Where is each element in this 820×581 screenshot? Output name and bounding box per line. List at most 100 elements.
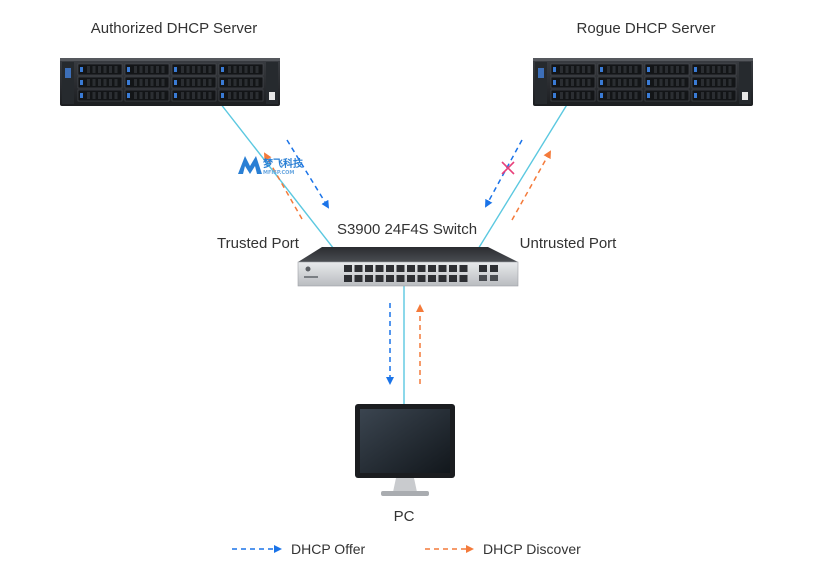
drive-vent: [87, 79, 90, 86]
drive-vent: [181, 79, 184, 86]
drive-led: [80, 80, 83, 85]
drive-vent: [109, 92, 112, 99]
drive-vent: [161, 79, 165, 86]
drive-vent: [670, 92, 674, 99]
drive-vent: [186, 79, 190, 86]
drive-vent: [208, 66, 212, 73]
drive-vent: [244, 79, 248, 86]
drive-vent: [145, 92, 148, 99]
drive-vent: [634, 92, 638, 99]
authorized-server: [60, 58, 280, 106]
drive-vent: [654, 66, 657, 73]
drive-vent: [197, 66, 201, 73]
drive-vent: [250, 79, 253, 86]
drive-vent: [565, 92, 569, 99]
drive-vent: [665, 66, 668, 73]
drive-vent: [560, 79, 563, 86]
drive-vent: [706, 79, 710, 86]
drive-vent: [161, 66, 165, 73]
pc-label: PC: [394, 508, 415, 525]
drive-led: [600, 67, 603, 72]
drive-vent: [250, 92, 253, 99]
rogue-server-label: Rogue DHCP Server: [577, 20, 716, 37]
drive-vent: [87, 92, 90, 99]
drive-vent: [670, 79, 674, 86]
drive-vent: [587, 92, 591, 99]
drive-led: [600, 93, 603, 98]
drive-vent: [186, 92, 190, 99]
switch-port: [459, 265, 468, 272]
drive-vent: [701, 79, 704, 86]
drive-bays: [550, 63, 737, 102]
drive-vent: [706, 92, 710, 99]
drive-vent: [114, 79, 118, 86]
drive-vent: [255, 92, 259, 99]
switch-port: [375, 265, 384, 272]
switch-label: S3900 24F4S Switch: [337, 221, 477, 238]
drive-vent: [618, 92, 621, 99]
drive-vent: [150, 79, 154, 86]
drive-vent: [228, 92, 231, 99]
drive-vent: [717, 66, 721, 73]
drive-vent: [192, 79, 195, 86]
drive-vent: [607, 66, 610, 73]
switch-port: [438, 265, 447, 272]
switch-port: [407, 275, 415, 282]
drive-vent: [134, 92, 137, 99]
switch: [297, 247, 519, 287]
drive-vent: [681, 92, 685, 99]
switch-port: [428, 265, 436, 272]
switch-port: [417, 275, 426, 282]
drive-vent: [560, 92, 563, 99]
untrusted-port-label: Untrusted Port: [520, 235, 618, 252]
drive-led: [647, 67, 650, 72]
drive-vent: [587, 66, 591, 73]
pc: [355, 404, 455, 496]
drive-vent: [87, 66, 90, 73]
drive-vent: [629, 92, 632, 99]
drive-led: [80, 67, 83, 72]
drive-vent: [103, 92, 107, 99]
drive-vent: [255, 66, 259, 73]
cable-rogue-to-switch: [466, 102, 569, 268]
drive-vent: [233, 92, 237, 99]
drive-vent: [576, 92, 580, 99]
drive-vent: [618, 79, 621, 86]
drive-vent: [114, 92, 118, 99]
drive-vent: [255, 79, 259, 86]
drive-vent: [109, 79, 112, 86]
drive-led: [647, 93, 650, 98]
logo-brand: 梦飞科技: [263, 157, 304, 170]
rack-server-icon: [533, 58, 753, 106]
drive-vent: [208, 79, 212, 86]
drive-vent: [244, 92, 248, 99]
authorized-server-label: Authorized DHCP Server: [91, 20, 257, 37]
drive-led: [221, 67, 224, 72]
drive-vent: [659, 66, 663, 73]
drive-vent: [665, 92, 668, 99]
drive-vent: [701, 66, 704, 73]
drive-vent: [145, 66, 148, 73]
watermark-logo: 梦飞科技 MFISP.COM: [238, 156, 304, 176]
drive-led: [553, 67, 556, 72]
switch-port: [365, 275, 373, 282]
drive-vent: [717, 92, 721, 99]
drive-vent: [728, 92, 732, 99]
drive-vent: [203, 92, 206, 99]
trusted-port-label: Trusted Port: [217, 235, 300, 252]
drive-vent: [634, 66, 638, 73]
drive-vent: [192, 92, 195, 99]
drive-vent: [723, 66, 726, 73]
drive-vent: [98, 92, 101, 99]
drive-vent: [156, 79, 159, 86]
drive-vent: [145, 79, 148, 86]
drive-led: [221, 93, 224, 98]
drive-vent: [712, 66, 715, 73]
drive-vent: [92, 66, 96, 73]
switch-port: [428, 275, 436, 282]
legend-discover: DHCP Discover: [425, 541, 581, 557]
logo-mark: [238, 156, 262, 174]
drive-vent: [239, 79, 242, 86]
drive-vent: [565, 79, 569, 86]
